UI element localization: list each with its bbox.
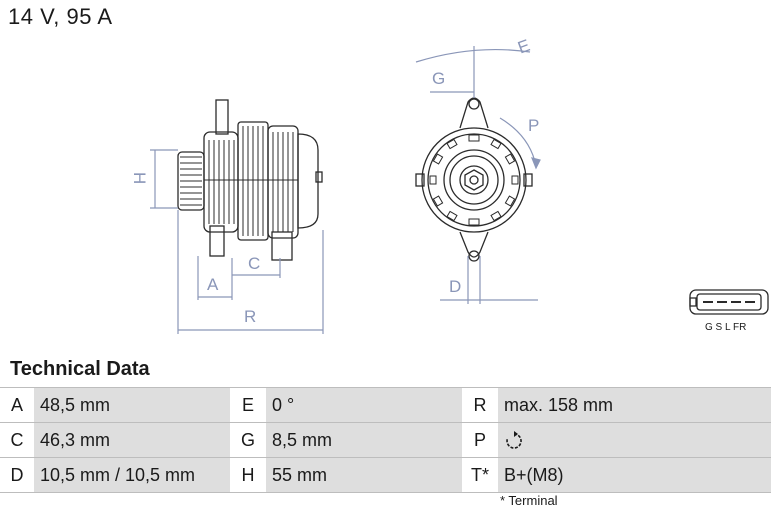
- spec-value-d: 10,5 mm / 10,5 mm: [34, 457, 230, 493]
- dimension-label-p: P: [528, 116, 539, 135]
- spec-key-a: A: [0, 387, 34, 423]
- dimension-label-c: C: [248, 254, 260, 273]
- spec-key-e: E: [230, 387, 266, 423]
- spec-value-a: 48,5 mm: [34, 387, 230, 423]
- front-view: [415, 97, 533, 262]
- table-row: C 46,3 mm G 8,5 mm P: [0, 422, 771, 458]
- dimension-label-g: G: [432, 69, 445, 88]
- spec-value-r: max. 158 mm: [498, 387, 771, 423]
- dimension-label-e: E: [515, 36, 532, 58]
- spec-key-c: C: [0, 422, 34, 458]
- product-title: 14 V, 95 A: [8, 4, 113, 29]
- spec-key-h: H: [230, 457, 266, 493]
- spec-value-c: 46,3 mm: [34, 422, 230, 458]
- spec-key-r: R: [462, 387, 498, 423]
- footnote: * Terminal: [500, 493, 558, 508]
- table-row: A 48,5 mm E 0 ° R max. 158 mm: [0, 387, 771, 423]
- spec-key-t: T*: [462, 457, 498, 493]
- spec-key-g: G: [230, 422, 266, 458]
- spec-key-d: D: [0, 457, 34, 493]
- dimension-label-r: R: [244, 307, 256, 326]
- dimension-label-a: A: [207, 275, 219, 294]
- spec-value-t: B+(M8): [498, 457, 771, 493]
- connector-pin-labels: G S L FR: [705, 322, 746, 333]
- spec-value-h: 55 mm: [266, 457, 462, 493]
- connector-plug: [689, 289, 769, 315]
- spec-value-e: 0 °: [266, 387, 462, 423]
- section-title: Technical Data: [10, 358, 150, 380]
- technical-data-table: A 48,5 mm E 0 ° R max. 158 mm C 46,3 mm …: [0, 387, 771, 493]
- dimension-label-h: H: [130, 172, 149, 184]
- technical-drawing: H R A C: [130, 36, 769, 334]
- clockwise-rotation-icon: [506, 430, 522, 449]
- spec-value-p: [498, 422, 771, 458]
- table-row: D 10,5 mm / 10,5 mm H 55 mm T* B+(M8): [0, 457, 771, 493]
- front-view-dimensions: [415, 46, 541, 304]
- spec-key-p: P: [462, 422, 498, 458]
- dimension-label-d: D: [449, 277, 461, 296]
- spec-value-g: 8,5 mm: [266, 422, 462, 458]
- side-view-dimensions: [150, 149, 324, 334]
- side-view: [177, 99, 323, 261]
